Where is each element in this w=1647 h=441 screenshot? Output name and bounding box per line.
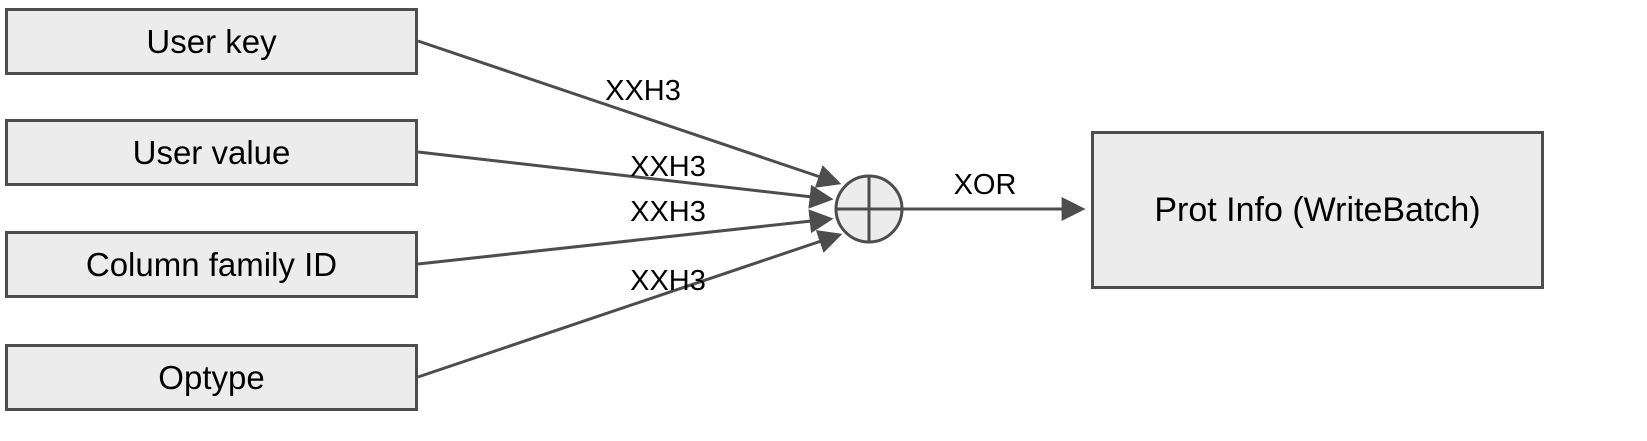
hash-arrow-optype: [417, 230, 843, 379]
hash-label: XXH3: [605, 75, 681, 107]
hash-label: XXH3: [630, 265, 706, 297]
input-box-label: User key: [146, 22, 277, 60]
xor-op-label: XOR: [954, 169, 1017, 201]
output-box-prot-info: Prot Info (WriteBatch): [1091, 131, 1544, 289]
hash-label: XXH3: [630, 151, 706, 183]
output-box-label: Prot Info (WriteBatch): [1154, 190, 1481, 229]
hash-arrow-user-key: [417, 39, 842, 188]
input-box-label: Column family ID: [85, 245, 338, 283]
input-box-optype: Optype: [5, 344, 418, 411]
hash-arrow-user-value: [417, 150, 834, 209]
hash-label: XXH3: [630, 196, 706, 228]
hash-arrow-column-family-id: [417, 209, 834, 266]
xor-node-icon: [834, 174, 904, 244]
input-box-label: User value: [132, 133, 291, 171]
input-box-column-family-id: Column family ID: [5, 231, 418, 298]
input-box-user-value: User value: [5, 119, 418, 186]
input-box-user-key: User key: [5, 8, 418, 75]
input-box-label: Optype: [158, 358, 265, 396]
